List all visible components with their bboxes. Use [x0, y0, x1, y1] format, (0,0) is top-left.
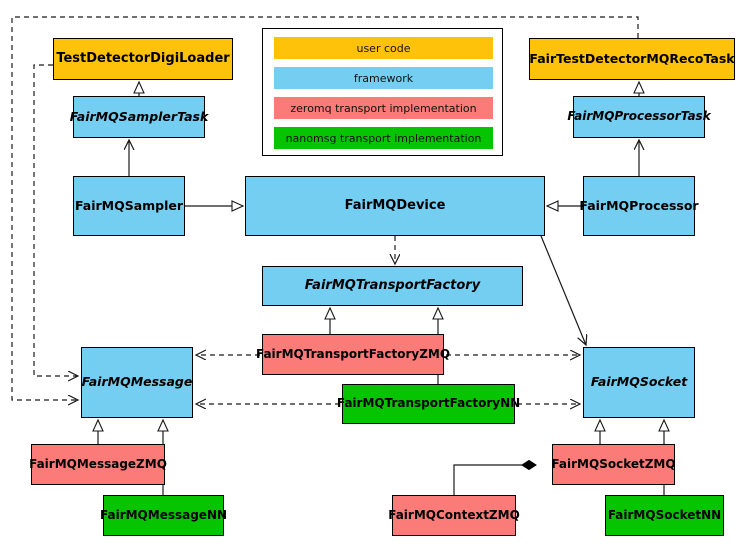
node-fairmqsampler[interactable]: FairMQSampler [73, 176, 185, 236]
legend-item-zeromq: zeromq transport implementation [274, 97, 493, 119]
node-fairmqtransportfactoryzmq[interactable]: FairMQTransportFactoryZMQ [256, 334, 450, 375]
legend-item-user-code: user code [274, 37, 493, 59]
node-fairmqcontextzmq[interactable]: FairMQContextZMQ [388, 495, 520, 536]
legend-label: nanomsg transport implementation [285, 131, 482, 145]
node-label: FairMQDevice [344, 197, 446, 213]
node-label: FairTestDetectorMQRecoTask [529, 50, 735, 66]
node-label: FairMQSocketNN [607, 507, 722, 522]
legend-item-nanomsg: nanomsg transport implementation [274, 127, 493, 149]
node-label: FairMQMessage [81, 374, 193, 390]
node-fairmqsocket[interactable]: FairMQSocket [583, 347, 695, 418]
node-label: FairMQTransportFactoryZMQ [255, 346, 451, 361]
node-label: FairMQSampler [74, 197, 184, 213]
node-fairmqmessage[interactable]: FairMQMessage [81, 347, 193, 418]
node-label: FairMQSocketZMQ [551, 456, 676, 471]
edge-digiloader-message [33, 64, 78, 376]
node-label: FairMQMessageZMQ [29, 456, 167, 471]
node-fairmqdevice[interactable]: FairMQDevice [245, 176, 545, 236]
legend-label: zeromq transport implementation [290, 101, 477, 115]
node-label: FairMQMessageNN [99, 507, 228, 522]
legend: user code framework zeromq transport imp… [262, 28, 503, 156]
node-fairmqprocessortask[interactable]: FairMQProcessorTask [567, 96, 711, 138]
node-label: FairMQTransportFactoryNN [336, 396, 521, 411]
legend-label: user code [356, 41, 411, 55]
legend-item-framework: framework [274, 67, 493, 89]
node-fairmqtransportfactory[interactable]: FairMQTransportFactory [262, 266, 523, 306]
node-fairmqsocketnn[interactable]: FairMQSocketNN [605, 495, 724, 536]
node-fairtestdetectormqrecotask[interactable]: FairTestDetectorMQRecoTask [529, 38, 735, 80]
node-label: FairMQSocket [590, 374, 688, 390]
node-fairmqmessagenn[interactable]: FairMQMessageNN [100, 495, 227, 536]
legend-label: framework [353, 71, 414, 85]
node-label: TestDetectorDigiLoader [56, 50, 230, 66]
node-fairmqmessagezmq[interactable]: FairMQMessageZMQ [29, 444, 167, 485]
node-testdetectordigiloader[interactable]: TestDetectorDigiLoader [53, 38, 233, 80]
node-label: FairMQSamplerTask [69, 108, 209, 124]
node-label: FairMQProcessorTask [567, 109, 711, 124]
node-label: FairMQContextZMQ [388, 507, 520, 522]
node-fairmqprocessor[interactable]: FairMQProcessor [579, 176, 699, 236]
node-label: FairMQTransportFactory [304, 277, 481, 293]
node-label: FairMQProcessor [579, 197, 699, 213]
edge-device-socket [540, 235, 586, 345]
node-fairmqtransportfactorynn[interactable]: FairMQTransportFactoryNN [337, 384, 520, 424]
node-fairmqsamplertask[interactable]: FairMQSamplerTask [70, 96, 208, 138]
node-fairmqsocketzmq[interactable]: FairMQSocketZMQ [551, 444, 676, 485]
edge-recotask-message [11, 16, 639, 400]
edge-contextzmq-socketzmq [453, 459, 537, 495]
